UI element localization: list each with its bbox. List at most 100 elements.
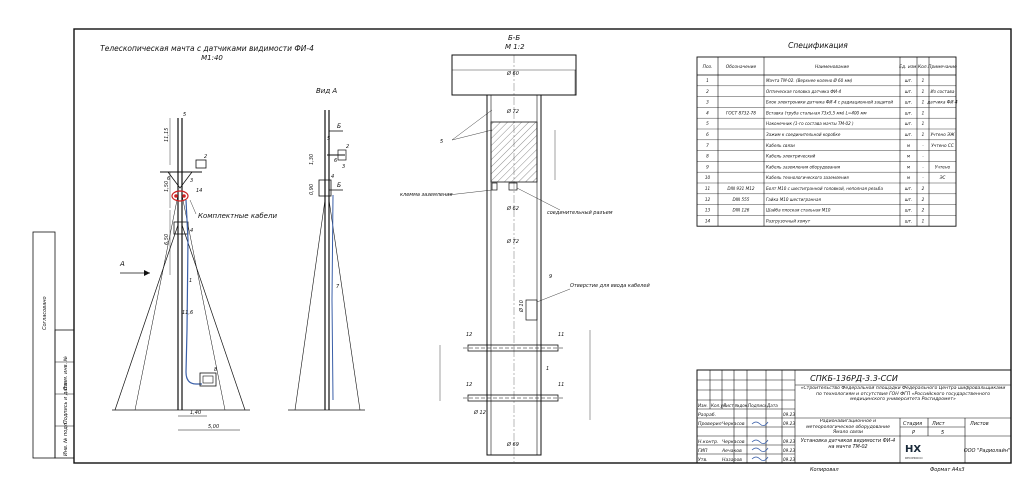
- cable-dim: 11,6: [182, 310, 193, 316]
- va-callout-2: 2: [346, 144, 349, 150]
- tb-person: Черкасов: [722, 421, 745, 427]
- va-callout-5: 5: [327, 136, 330, 142]
- dia-7: Ø 69: [506, 441, 519, 448]
- spec-cell: Шайба плоская стальная М10: [766, 208, 831, 213]
- spec-cell: 13: [705, 208, 711, 213]
- callout-1: 1: [189, 278, 192, 284]
- spec-cell: шт.: [905, 208, 913, 213]
- spec-cell: Зажим к соединительной коробке: [766, 132, 841, 137]
- spec-cell: 2: [922, 208, 925, 213]
- tb-header: Изм.: [698, 403, 708, 408]
- spec-cell: 2: [706, 89, 709, 94]
- va-callout-7: 7: [336, 284, 340, 290]
- sheet-frame: [73, 28, 1012, 464]
- spec-cell: 12: [705, 197, 711, 202]
- sheets-label: Листов: [969, 421, 989, 427]
- va-callout-6: 6: [334, 158, 337, 164]
- spec-cell: Кабель связи: [766, 143, 795, 148]
- spec-cell: 1: [922, 121, 925, 126]
- va-callout-4: 4: [331, 174, 334, 180]
- left-mast-view: Телескопическая мачта с датчиками видимо…: [100, 44, 314, 431]
- dia-5: Ø 12: [473, 409, 486, 416]
- tb-role: Разраб.: [698, 412, 716, 418]
- doc-code: СПКБ-136РД-3.3-ССИ: [810, 374, 898, 383]
- spec-cell: DIN 555: [733, 197, 750, 202]
- spec-cell: 1: [706, 78, 709, 83]
- strip-signature: Подпись и дата: [63, 383, 69, 424]
- tb-role: Проверил: [698, 421, 722, 427]
- dia-6: Ø 10: [518, 300, 525, 313]
- tb-header: Кол.уч.: [711, 403, 727, 408]
- company-logo-sub: RECIPROCO: [905, 456, 923, 460]
- spec-cell: 1: [922, 218, 925, 223]
- va-callout-3: 3: [342, 164, 345, 170]
- dim-base1: 1,40: [190, 410, 201, 416]
- tb-header: Лист: [722, 403, 734, 408]
- spec-cell: 9: [706, 164, 709, 169]
- project-name: «Строительство Федеральной площадки Феде…: [800, 386, 1006, 403]
- dim-base2: 5,00: [208, 424, 219, 430]
- spec-cell: 3: [706, 100, 709, 105]
- spec-cell: 2: [922, 197, 925, 202]
- spec-header: Поз.: [703, 64, 713, 70]
- ground-terminal-label: клемма заземления: [400, 192, 453, 198]
- spec-cell: 8: [706, 154, 709, 159]
- dim-h-mid: 1,50: [164, 181, 170, 192]
- spec-cell: ЭС: [939, 175, 946, 180]
- callout-2: 2: [204, 154, 207, 160]
- tb-role: Н.контр.: [698, 439, 719, 445]
- strip-inventory: Инв. № подл.: [63, 422, 69, 457]
- callout-6: 6: [167, 176, 170, 182]
- spec-cell: 4: [706, 110, 709, 115]
- sheet-value: 5: [941, 430, 944, 436]
- spec-cell: Кабель электрический: [766, 154, 816, 159]
- spec-cell: 10: [705, 175, 711, 180]
- view-a-title: Вид А: [316, 87, 337, 95]
- spec-cell: Из состава: [931, 89, 955, 94]
- title-block-frame: [696, 369, 1012, 464]
- callout-8: 8: [214, 367, 217, 373]
- marker-b-top: Б: [337, 123, 341, 130]
- sheet-label: Лист: [931, 421, 946, 427]
- sb-callout-9: 9: [549, 274, 552, 280]
- format-label: Формат А4х3: [930, 467, 965, 473]
- spec-cell: Учтено: [935, 164, 951, 169]
- dia-3: Ø 62: [506, 205, 519, 212]
- tb-date: 09.23: [783, 412, 795, 417]
- spec-cell: 14: [705, 218, 711, 223]
- strip-agreed: Согласовано: [42, 296, 48, 330]
- sb-callout-1: 1: [546, 366, 549, 372]
- spec-cell: Кабель заземления оборудования: [766, 164, 841, 169]
- view-a-dim-small: 0,90: [309, 184, 315, 195]
- spec-cell: Кабель технологического заземления: [766, 175, 849, 180]
- spec-cell: -: [922, 143, 924, 148]
- sb-callout-11b: 11: [558, 382, 564, 388]
- section-bb: Б-Б М 1:2 Ø 60 Ø 72 Ø 62 Ø 72 Ø 12 Ø 10 …: [400, 34, 650, 462]
- tb-role: ГИП: [698, 448, 708, 454]
- spec-cell: Блок электроники датчика ФИ-4 с радиацио…: [766, 100, 893, 105]
- spec-cell: шт.: [905, 186, 913, 191]
- left-view-scale: М1:40: [201, 54, 223, 62]
- spec-cell: Болт М10 с шестигранной головкой, неполн…: [766, 186, 883, 191]
- section-scale: М 1:2: [505, 43, 525, 51]
- spec-title: Спецификация: [788, 41, 848, 50]
- spec-cell: 1: [922, 78, 925, 83]
- marker-b-bottom: Б: [337, 182, 341, 189]
- section-name: Радионавигационное и метеорологическое о…: [806, 419, 890, 436]
- tb-date: 09.23: [783, 439, 795, 444]
- spec-cell: шт.: [905, 197, 913, 202]
- left-binding-strip: Согласовано Взам. инв. № Подпись и дата …: [32, 231, 75, 459]
- dim-h-low: 6,50: [164, 234, 170, 245]
- spec-cell: Мачта ТМ-02. (Верхнее колено Ø 60 мм): [766, 78, 853, 83]
- dim-h-top: 11,15: [164, 128, 170, 142]
- spec-cell: Учтено СС: [931, 143, 954, 148]
- tb-person: Аечаков: [721, 448, 742, 454]
- view-a-dim-top: 1,30: [309, 154, 315, 165]
- spec-cell: шт.: [905, 78, 913, 83]
- spec-cell: шт.: [905, 132, 913, 137]
- company-name: ООО "Радиолайн": [964, 448, 1011, 454]
- spec-cell: Учтено ЭЖ: [930, 132, 955, 137]
- spec-cell: Гайка М10 шестигранная: [766, 197, 821, 202]
